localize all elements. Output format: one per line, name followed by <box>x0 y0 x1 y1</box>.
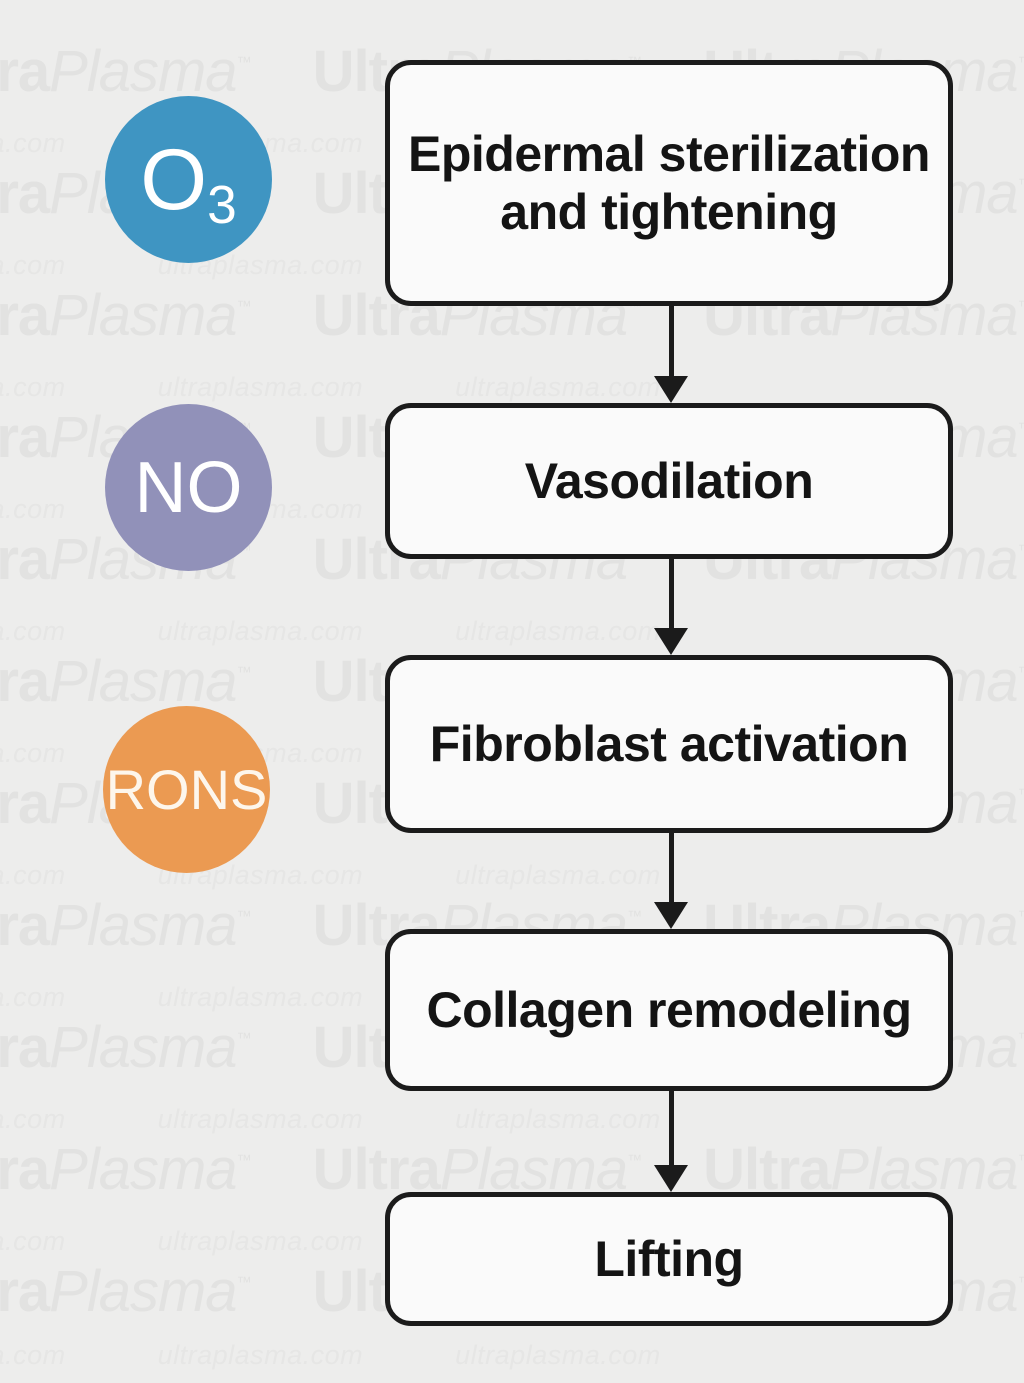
arrow-head-icon <box>654 902 688 929</box>
flow-step-vasodilation-label: Vasodilation <box>524 453 814 509</box>
arrow-head-icon <box>654 376 688 403</box>
arrow-shaft <box>668 306 674 377</box>
badge-nitric-oxide: NO <box>105 404 272 571</box>
flow-step-vasodilation: Vasodilation <box>385 403 953 559</box>
badge-rons: RONS <box>103 706 270 873</box>
flow-step-fibroblast-label: Fibroblast activation <box>429 716 909 772</box>
arrow-shaft <box>668 1091 674 1166</box>
badge-nitric-oxide-label: NO <box>134 447 243 528</box>
arrow-vasodilation-to-fibroblast <box>654 559 688 655</box>
arrow-head-icon <box>654 1165 688 1192</box>
flow-step-epidermal: Epidermal sterilization and tightening <box>385 60 953 306</box>
flow-step-collagen: Collagen remodeling <box>385 929 953 1091</box>
flow-step-lifting: Lifting <box>385 1192 953 1326</box>
arrow-shaft <box>668 559 674 629</box>
flow-step-fibroblast: Fibroblast activation <box>385 655 953 833</box>
arrow-head-icon <box>654 628 688 655</box>
flow-step-lifting-label: Lifting <box>594 1231 744 1287</box>
arrow-fibroblast-to-collagen <box>654 833 688 929</box>
flow-step-epidermal-label: Epidermal sterilization and tightening <box>408 126 930 240</box>
flow-step-collagen-label: Collagen remodeling <box>426 982 912 1038</box>
arrow-collagen-to-lifting <box>654 1091 688 1192</box>
arrow-shaft <box>668 833 674 903</box>
arrow-epidermal-to-vasodilation <box>654 306 688 403</box>
badge-rons-label: RONS <box>105 757 268 821</box>
